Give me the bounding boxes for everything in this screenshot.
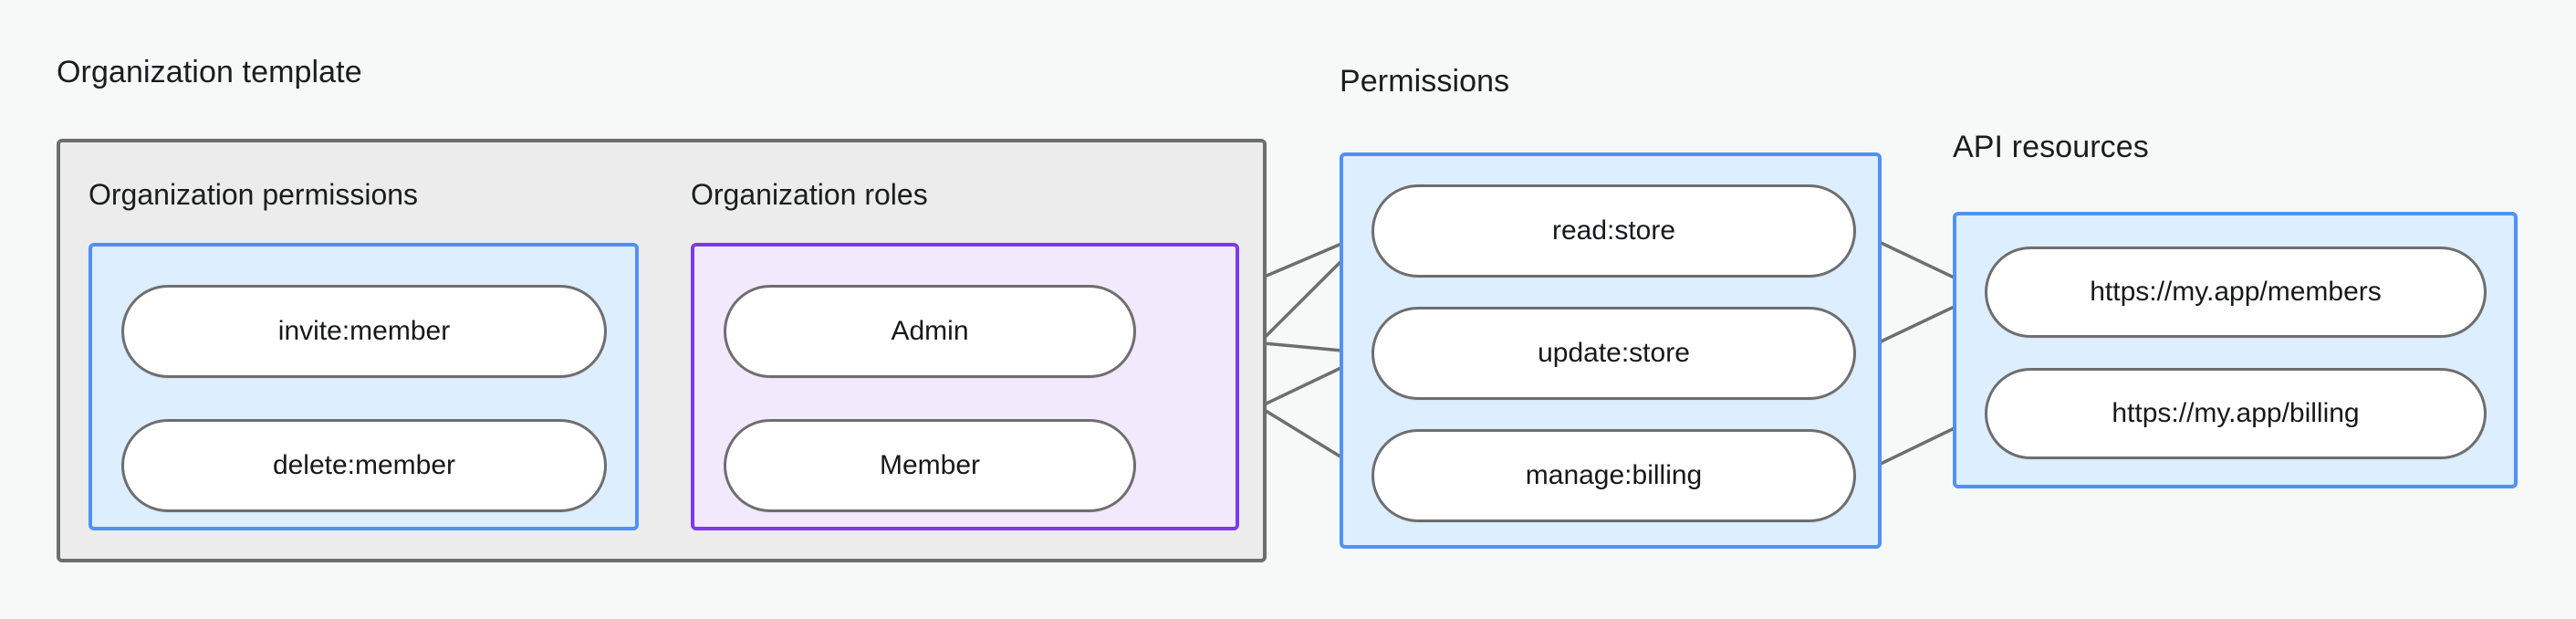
node-invite-member[interactable]: invite:member [121, 285, 607, 378]
organization-template-caption: Organization template [57, 55, 362, 89]
node-members-url[interactable]: https://my.app/members [1985, 247, 2487, 338]
node-update-store[interactable]: update:store [1371, 307, 1856, 400]
node-billing-url[interactable]: https://my.app/billing [1985, 368, 2487, 459]
node-member[interactable]: Member [724, 419, 1136, 512]
node-admin[interactable]: Admin [724, 285, 1136, 378]
organization-permissions-caption: Organization permissions [89, 178, 419, 211]
node-delete-member[interactable]: delete:member [121, 419, 607, 512]
node-read-store[interactable]: read:store [1371, 184, 1856, 278]
node-manage-billing[interactable]: manage:billing [1371, 429, 1856, 522]
permissions-caption: Permissions [1340, 64, 1510, 99]
api-resources-caption: API resources [1953, 130, 2149, 164]
organization-roles-caption: Organization roles [691, 178, 928, 211]
